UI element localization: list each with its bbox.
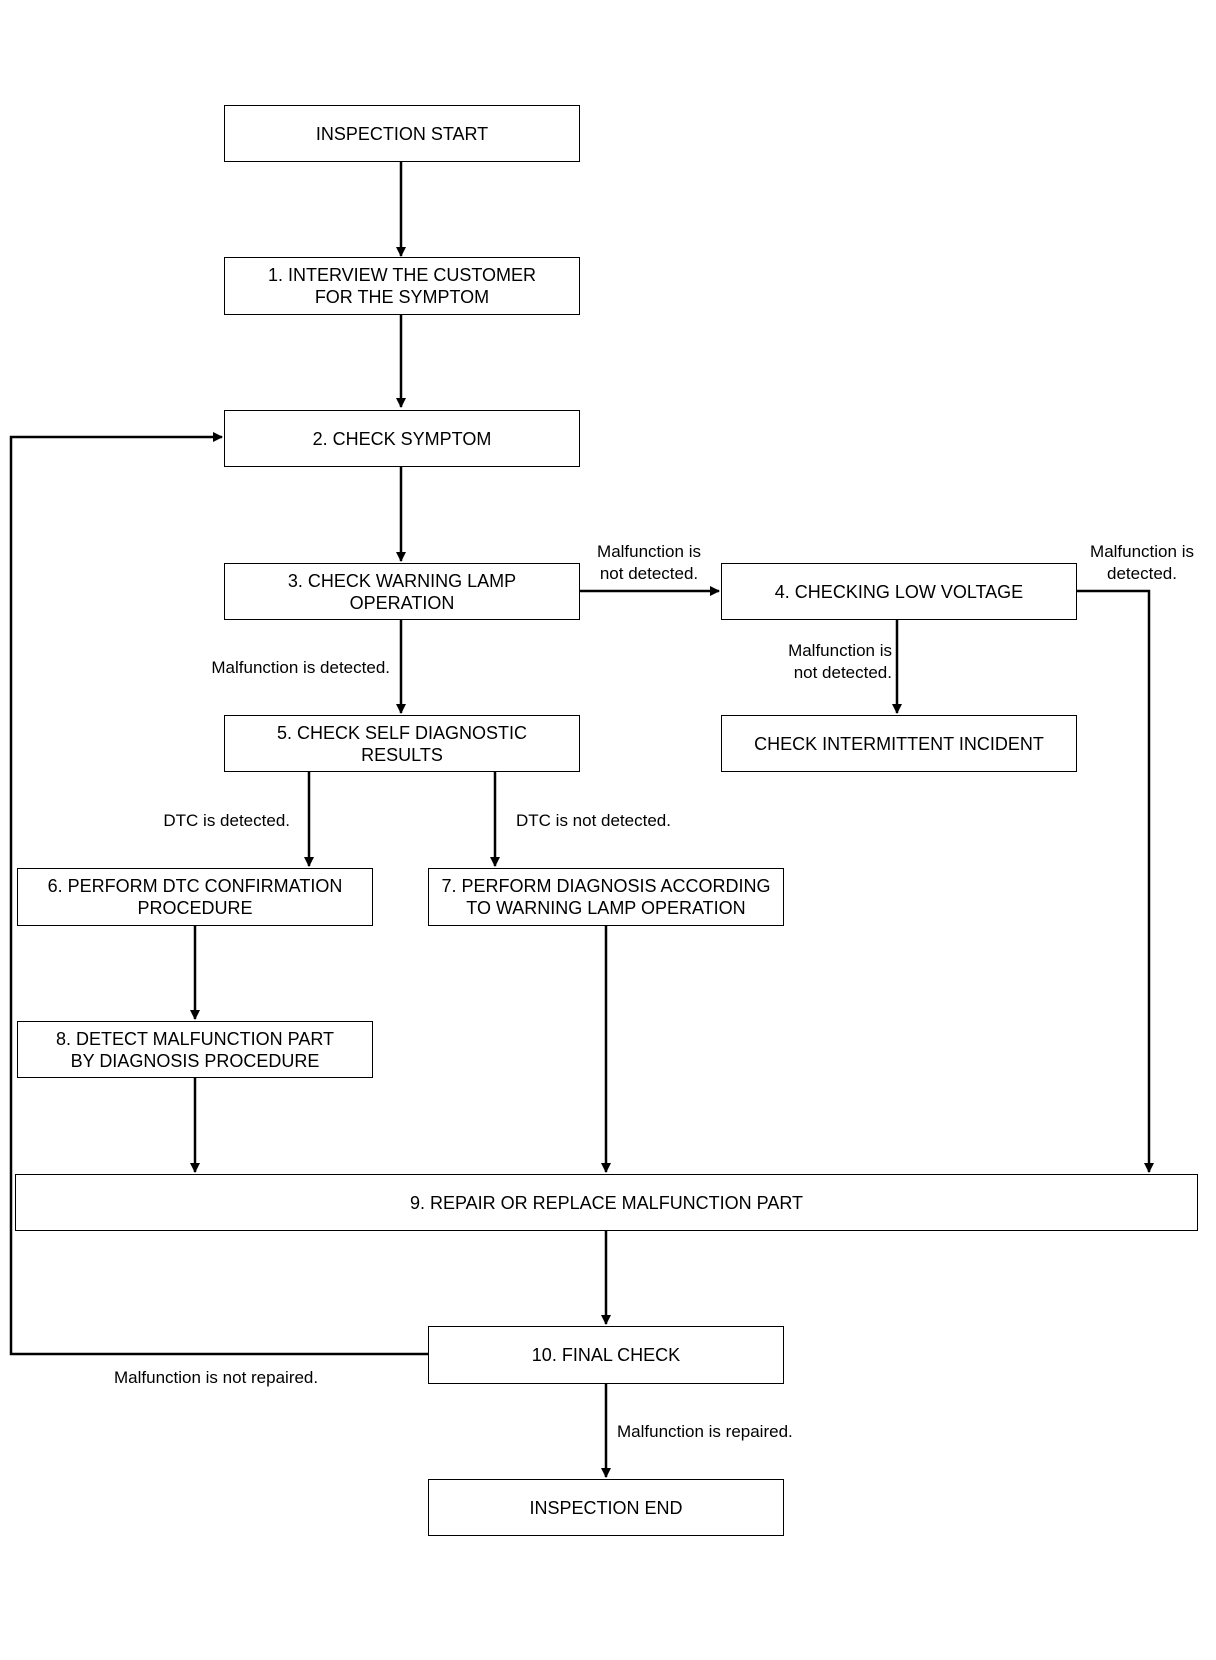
box-step-6: 6. PERFORM DTC CONFIRMATION PROCEDURE — [17, 868, 373, 926]
box-intermittent-incident: CHECK INTERMITTENT INCIDENT — [721, 715, 1077, 772]
box-inspection-end: INSPECTION END — [428, 1479, 784, 1536]
box-step-6-text: 6. PERFORM DTC CONFIRMATION PROCEDURE — [47, 876, 343, 918]
label-step4-detected: Malfunction is detected. — [1090, 542, 1194, 583]
box-step-1: 1. INTERVIEW THE CUSTOMER FOR THE SYMPTO… — [224, 257, 580, 315]
label-step3-detected: Malfunction is detected. — [211, 658, 390, 677]
box-step-10: 10. FINAL CHECK — [428, 1326, 784, 1384]
box-inspection-end-text: INSPECTION END — [529, 1497, 683, 1518]
box-intermittent-incident-text: CHECK INTERMITTENT INCIDENT — [754, 733, 1044, 754]
arrow-10-to-2-loop — [9, 432, 428, 1356]
box-step-5: 5. CHECK SELF DIAGNOSTIC RESULTS — [224, 715, 580, 772]
box-step-7-text: 7. PERFORM DIAGNOSIS ACCORDING TO WARNIN… — [441, 876, 771, 918]
box-step-9: 9. REPAIR OR REPLACE MALFUNCTION PART — [15, 1174, 1198, 1231]
box-step-3: 3. CHECK WARNING LAMP OPERATION — [224, 563, 580, 620]
box-step-2-text: 2. CHECK SYMPTOM — [312, 428, 492, 449]
label-step4-not-detected: Malfunction is not detected. — [788, 641, 892, 682]
box-step-4: 4. CHECKING LOW VOLTAGE — [721, 563, 1077, 620]
box-step-3-text: 3. CHECK WARNING LAMP OPERATION — [287, 570, 517, 613]
box-step-7: 7. PERFORM DIAGNOSIS ACCORDING TO WARNIN… — [428, 868, 784, 926]
label-step3-not-detected: Malfunction is not detected. — [597, 542, 701, 583]
label-dtc-not-detected: DTC is not detected. — [516, 811, 671, 830]
box-step-2: 2. CHECK SYMPTOM — [224, 410, 580, 467]
box-step-1-text: 1. INTERVIEW THE CUSTOMER FOR THE SYMPTO… — [267, 265, 537, 307]
label-not-repaired: Malfunction is not repaired. — [114, 1368, 319, 1387]
arrow-4-to-9 — [1077, 589, 1154, 1173]
box-step-4-text: 4. CHECKING LOW VOLTAGE — [774, 581, 1024, 602]
box-step-9-text: 9. REPAIR OR REPLACE MALFUNCTION PART — [409, 1192, 804, 1213]
box-inspection-start: INSPECTION START — [224, 105, 580, 162]
box-step-8: 8. DETECT MALFUNCTION PART BY DIAGNOSIS … — [17, 1021, 373, 1078]
box-step-10-text: 10. FINAL CHECK — [531, 1345, 681, 1365]
box-inspection-start-text: INSPECTION START — [315, 123, 489, 144]
box-step-5-text: 5. CHECK SELF DIAGNOSTIC RESULTS — [276, 722, 528, 765]
label-repaired: Malfunction is repaired. — [617, 1422, 793, 1441]
box-step-8-text: 8. DETECT MALFUNCTION PART BY DIAGNOSIS … — [55, 1028, 335, 1071]
label-dtc-detected: DTC is detected. — [163, 811, 290, 830]
